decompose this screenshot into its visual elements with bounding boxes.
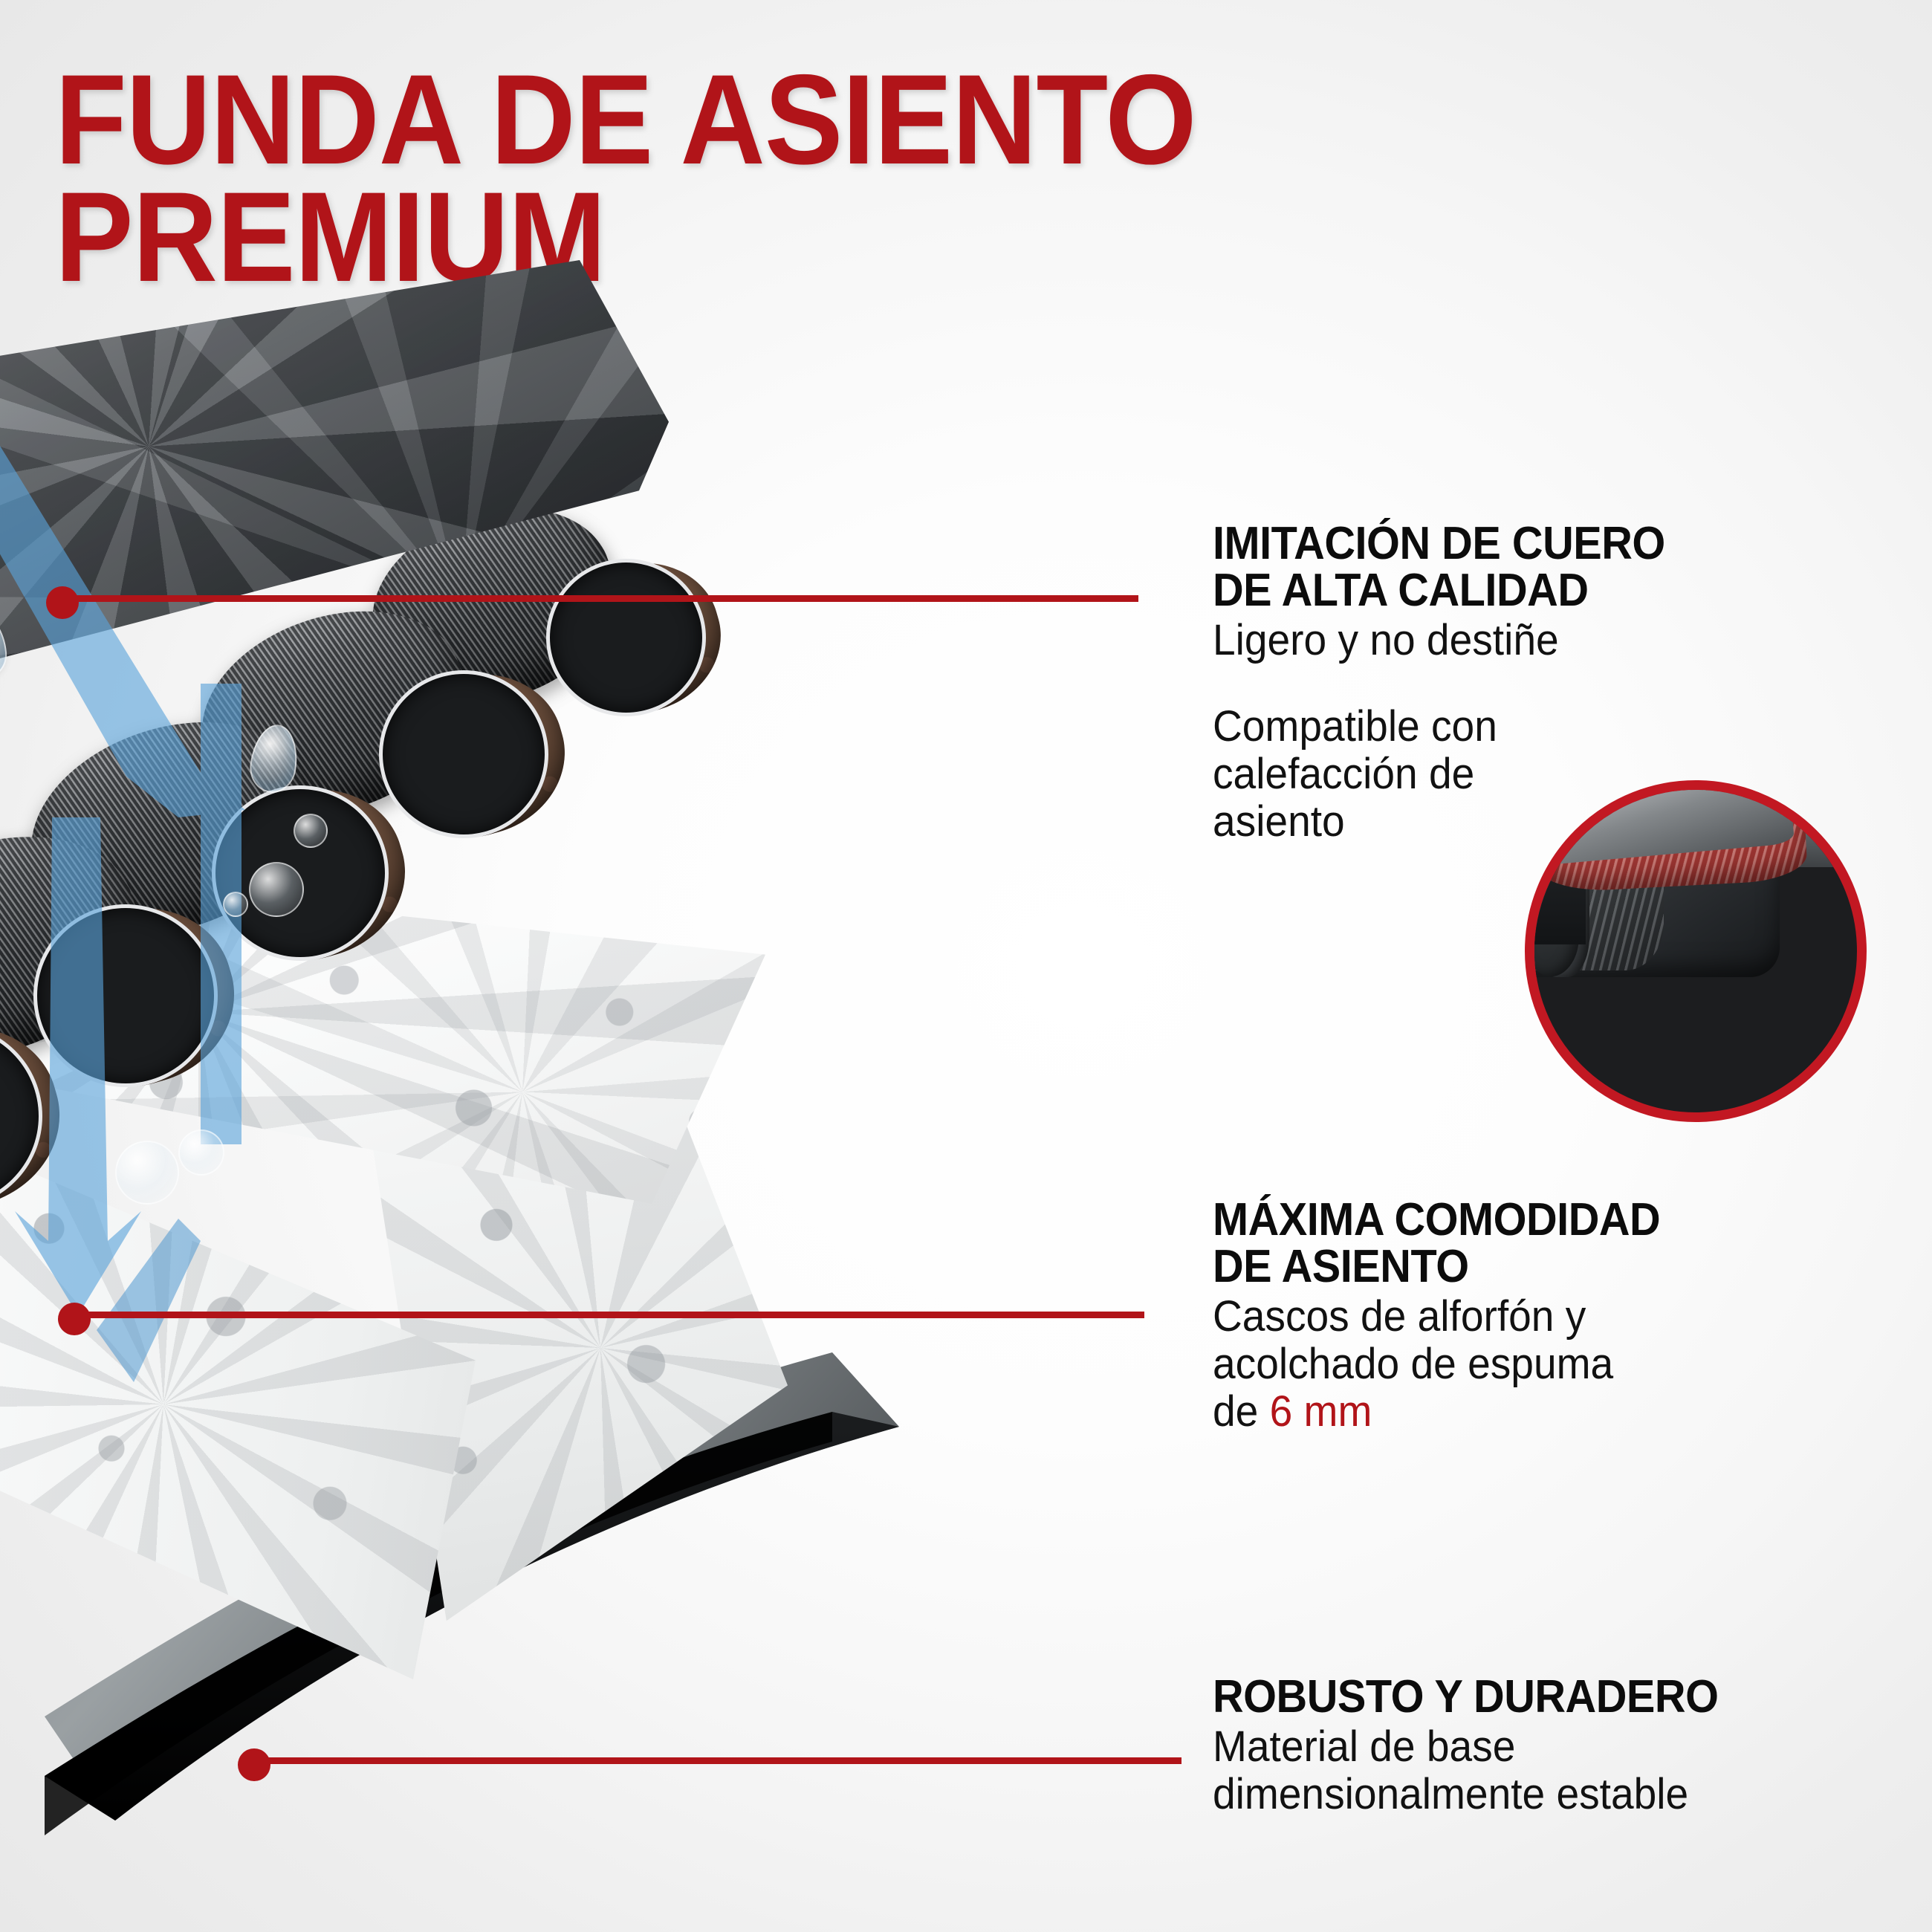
leader-bar — [77, 1312, 1144, 1318]
callout-body: Material de base dimensionalmente establ… — [1213, 1722, 1689, 1819]
page-title: FUNDA DE ASIENTO PREMIUM — [55, 48, 1196, 301]
water-flow-arrows — [0, 223, 520, 1486]
callout-body: Cascos de alforfón y acolchado de espuma… — [1213, 1293, 1848, 1435]
callout-seat-comfort: MÁXIMA COMODIDAD DE ASIENTO Cascos de al… — [1213, 1196, 1881, 1436]
water-bubble — [249, 862, 304, 917]
water-bubble — [178, 1129, 224, 1176]
callout-accent-value: 6 mm — [1269, 1387, 1372, 1436]
leader-line-imitation-leather — [46, 586, 1138, 619]
leader-bar — [257, 1757, 1181, 1764]
callout-body-secondary: Compatible con calefacción de asiento — [1213, 702, 1497, 846]
photo-recline-knob — [1534, 790, 1583, 835]
product-cross-section-illustration — [0, 260, 1011, 1932]
leader-dot — [238, 1748, 270, 1781]
callout-imitation-leather: IMITACIÓN DE CUERO DE ALTA CALIDAD Liger… — [1213, 520, 1881, 846]
water-bubble — [115, 1141, 179, 1205]
callout-body: Ligero y no destiñe — [1213, 616, 1559, 665]
tube-opening — [546, 559, 706, 716]
seat-heating-photo-inset — [1525, 780, 1867, 1122]
callout-robust-durable: ROBUSTO Y DURADERO Material de base dime… — [1213, 1673, 1881, 1818]
water-bubble — [223, 892, 248, 917]
callout-heading: MÁXIMA COMODIDAD DE ASIENTO — [1213, 1194, 1661, 1293]
callout-heading: ROBUSTO Y DURADERO — [1213, 1671, 1719, 1722]
water-bubble — [294, 814, 328, 848]
callout-body-text: Cascos de alforfón y acolchado de espuma… — [1213, 1292, 1614, 1436]
callout-heading: IMITACIÓN DE CUERO DE ALTA CALIDAD — [1213, 518, 1665, 617]
leader-dot — [58, 1303, 91, 1335]
leader-line-robust-durable — [238, 1748, 1181, 1781]
leader-line-seat-comfort — [58, 1303, 1144, 1335]
leader-bar — [65, 595, 1138, 602]
tube-opening — [379, 670, 548, 838]
leader-dot — [46, 586, 79, 619]
title-line-1: FUNDA DE ASIENTO — [55, 48, 1196, 191]
